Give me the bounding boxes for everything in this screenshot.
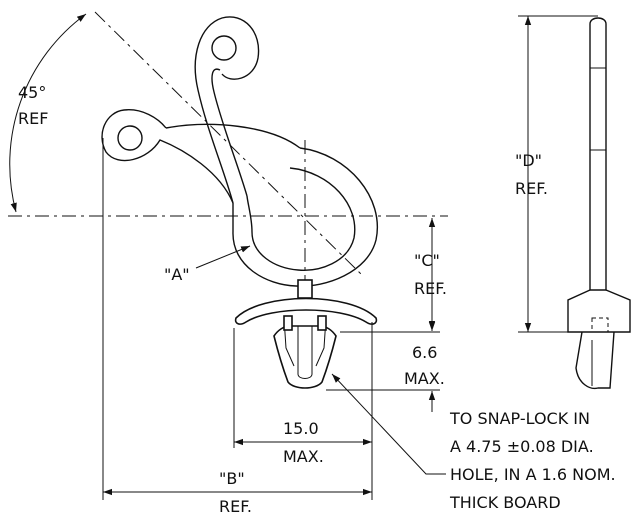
label-b-ref: REF. xyxy=(219,497,252,516)
ring-inner xyxy=(246,167,356,271)
label-c-ref: REF. xyxy=(414,279,447,298)
dim-150-max: MAX. xyxy=(283,447,324,466)
diagonal-centerline xyxy=(94,11,363,276)
dim-66-max: MAX. xyxy=(404,369,445,388)
side-head-inner xyxy=(591,317,609,333)
top-curl-inner xyxy=(211,68,248,197)
neck xyxy=(297,279,313,299)
top-curl-outer xyxy=(194,16,260,204)
angle-arc xyxy=(9,13,87,213)
angle-value-label: 45° xyxy=(18,83,46,102)
label-d: "D" xyxy=(515,151,542,170)
note-line-3: HOLE, IN A 1.6 NOM. xyxy=(450,465,616,484)
snap-lock-slot xyxy=(297,326,313,379)
left-curl-outer xyxy=(101,109,234,204)
note-line-1: TO SNAP-LOCK IN xyxy=(449,409,590,428)
labels: 45° REF "A" "B" REF. "C" REF. "D" REF. 6… xyxy=(18,83,616,516)
dim-150-value: 15.0 xyxy=(283,419,319,438)
clip-front-view xyxy=(101,16,378,389)
left-curl-inner xyxy=(165,123,301,149)
label-b: "B" xyxy=(219,469,245,488)
dimensions xyxy=(9,13,598,500)
side-pin xyxy=(575,331,615,390)
side-head xyxy=(567,289,631,333)
note-line-2: A 4.75 ±0.08 DIA. xyxy=(450,437,594,456)
top-curl-hole xyxy=(211,35,237,61)
label-c: "C" xyxy=(414,251,440,270)
clip-side-view xyxy=(567,17,631,390)
snap-lock-tab-right xyxy=(317,315,327,331)
note-line-4: THICK BOARD xyxy=(449,493,561,512)
label-d-ref: REF. xyxy=(515,179,548,198)
note-leader xyxy=(331,373,446,475)
left-curl-hole xyxy=(117,125,143,151)
centerlines xyxy=(8,11,448,290)
curved-base xyxy=(234,297,378,325)
dim-66-value: 6.6 xyxy=(412,343,437,362)
angle-ref-label: REF xyxy=(18,109,48,128)
a-leader xyxy=(195,245,251,269)
snap-lock-tab-left xyxy=(283,315,293,331)
ring-outer xyxy=(232,147,378,287)
label-a: "A" xyxy=(164,265,190,284)
side-strap xyxy=(589,17,607,291)
